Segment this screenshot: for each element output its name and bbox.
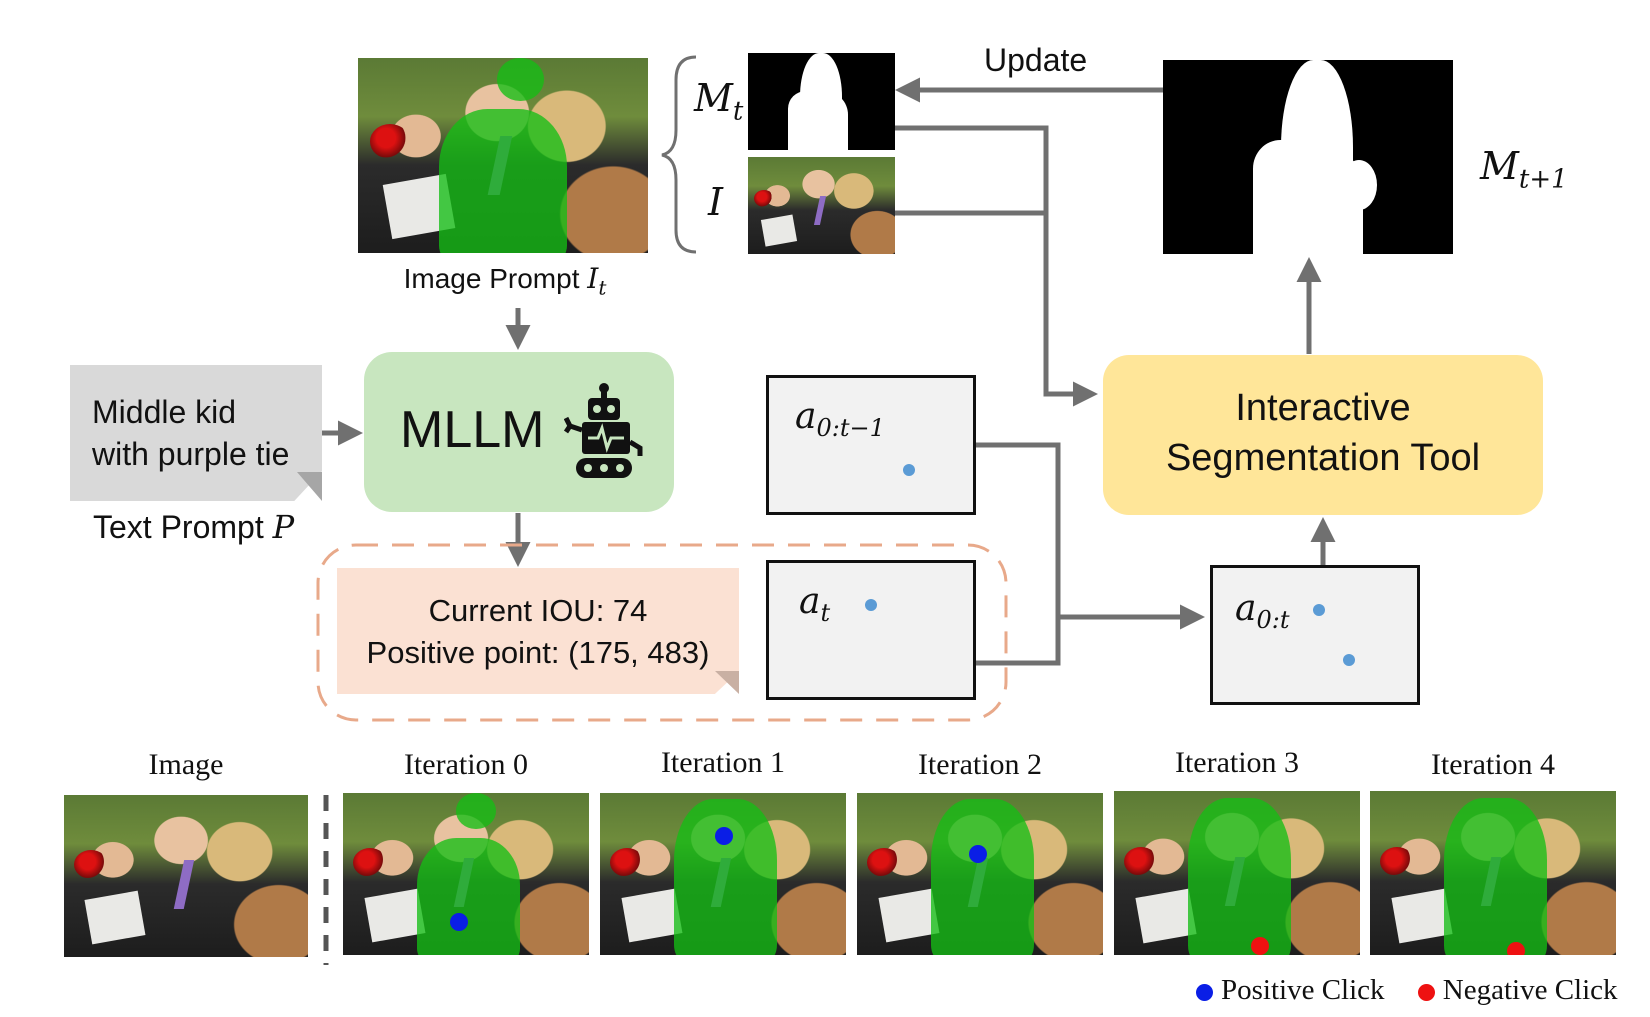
robot-icon — [564, 383, 643, 478]
output-mask — [1163, 60, 1453, 254]
strip-image-iter0 — [343, 793, 589, 955]
strip-title-4: Iteration 3 — [1174, 746, 1300, 779]
mask-input-label: Mt — [694, 76, 744, 127]
strip-image-iter1 — [600, 793, 846, 955]
strip-title-3: Iteration 2 — [917, 748, 1043, 781]
text-prompt-line2: with purple tie — [92, 436, 290, 472]
text-prompt-caption: Text Prompt P — [93, 508, 294, 546]
mllm-output-point: Positive point: (175, 483) — [366, 635, 710, 670]
segmentation-tool-block: Interactive Segmentation Tool — [1103, 355, 1543, 515]
arrow-inputs-to-seg — [895, 125, 1098, 407]
strip-title-0: Image — [148, 748, 224, 781]
action-all-point-1 — [1313, 604, 1325, 616]
image-prompt-photo — [358, 58, 648, 253]
action-prev-point — [903, 464, 915, 476]
strip-image-iter4 — [1370, 791, 1616, 955]
action-box-previous: a0:t−1 — [766, 375, 976, 515]
legend-positive-dot — [1196, 983, 1213, 1001]
iter1-positive-click — [715, 827, 733, 845]
update-label: Update — [984, 42, 1088, 78]
strip-title-1: Iteration 0 — [403, 748, 529, 781]
mllm-block: MLLM — [364, 352, 674, 512]
legend-positive-label: Positive Click — [1221, 974, 1385, 1006]
action-curr-label: at — [799, 581, 831, 628]
mllm-label: MLLM — [400, 401, 545, 459]
action-all-label: a0:t — [1235, 588, 1290, 635]
strip-image-iter2 — [857, 793, 1103, 955]
action-curr-point — [865, 599, 877, 611]
legend-negative-label: Negative Click — [1442, 974, 1618, 1006]
strip-image-original — [64, 795, 308, 957]
dashed-group-border — [316, 543, 1008, 722]
mllm-output-iou: Current IOU: 74 — [428, 593, 648, 628]
action-box-all: a0:t — [1210, 565, 1420, 705]
image-prompt-caption: Image Prompt It — [360, 262, 650, 300]
brace — [661, 55, 697, 254]
strip-title-5: Iteration 4 — [1430, 748, 1556, 781]
action-prev-label: a0:t−1 — [795, 396, 885, 443]
text-prompt-var: P — [272, 508, 295, 546]
iter4-negative-click — [1507, 942, 1525, 955]
text-prompt-card: Middle kid with purple tie — [70, 365, 322, 501]
image-input-thumbnail — [748, 157, 895, 254]
legend: Positive Click Negative Click — [1196, 974, 1618, 1007]
seg-tool-line2: Segmentation Tool — [1165, 437, 1481, 479]
image-prompt-label: Image Prompt — [403, 263, 580, 294]
action-box-current: at — [766, 560, 976, 700]
text-prompt-line1: Middle kid — [92, 394, 237, 430]
strip-image-iter3 — [1114, 791, 1360, 955]
iter2-positive-click — [969, 845, 987, 863]
seg-tool-line1: Interactive — [1235, 387, 1411, 429]
image-input-label: I — [708, 180, 724, 224]
mllm-output-fold — [715, 671, 739, 694]
iter3-negative-click — [1251, 937, 1269, 955]
action-all-point-2 — [1343, 654, 1355, 666]
text-prompt-label: Text Prompt — [93, 509, 264, 545]
image-prompt-var: It — [587, 262, 607, 300]
iter0-positive-click — [450, 913, 468, 931]
connector-prev-actions — [976, 442, 1061, 666]
legend-negative-dot — [1417, 983, 1435, 1001]
strip-title-2: Iteration 1 — [660, 746, 786, 779]
output-mask-label: Mt+1 — [1480, 144, 1568, 195]
mllm-output-card: Current IOU: 74 Positive point: (175, 48… — [337, 568, 739, 694]
text-prompt-fold — [297, 472, 322, 501]
mask-input-thumbnail — [748, 53, 895, 150]
